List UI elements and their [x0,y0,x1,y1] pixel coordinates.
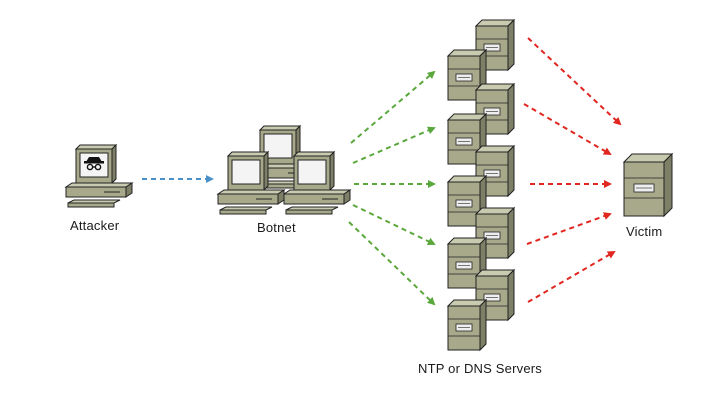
botnet-to-servers-arrows [348,70,436,306]
botnet-cluster-icon [217,125,351,215]
server-to-victim-arrow [526,212,612,245]
attacker-computer-icon [65,144,133,208]
servers-to-victim-arrows [523,37,622,303]
botnet-computer-right [283,151,351,215]
server-tower-icon [447,299,487,351]
server-to-victim-arrow [527,250,616,303]
botnet-to-server-arrow [350,70,436,144]
server-to-victim-arrow [527,37,622,126]
servers-label: NTP or DNS Servers [418,361,542,376]
botnet-to-server-arrow [352,204,436,246]
botnet-label: Botnet [257,220,296,235]
victim-label: Victim [626,224,663,239]
spy-face-icon [84,157,104,171]
server-to-victim-arrow [523,103,612,156]
victim-server-icon [622,152,674,218]
botnet-to-server-arrow [348,221,436,306]
amplifier-servers [447,19,515,351]
attacker-label: Attacker [70,218,120,233]
botnet-to-server-arrow [352,126,436,164]
